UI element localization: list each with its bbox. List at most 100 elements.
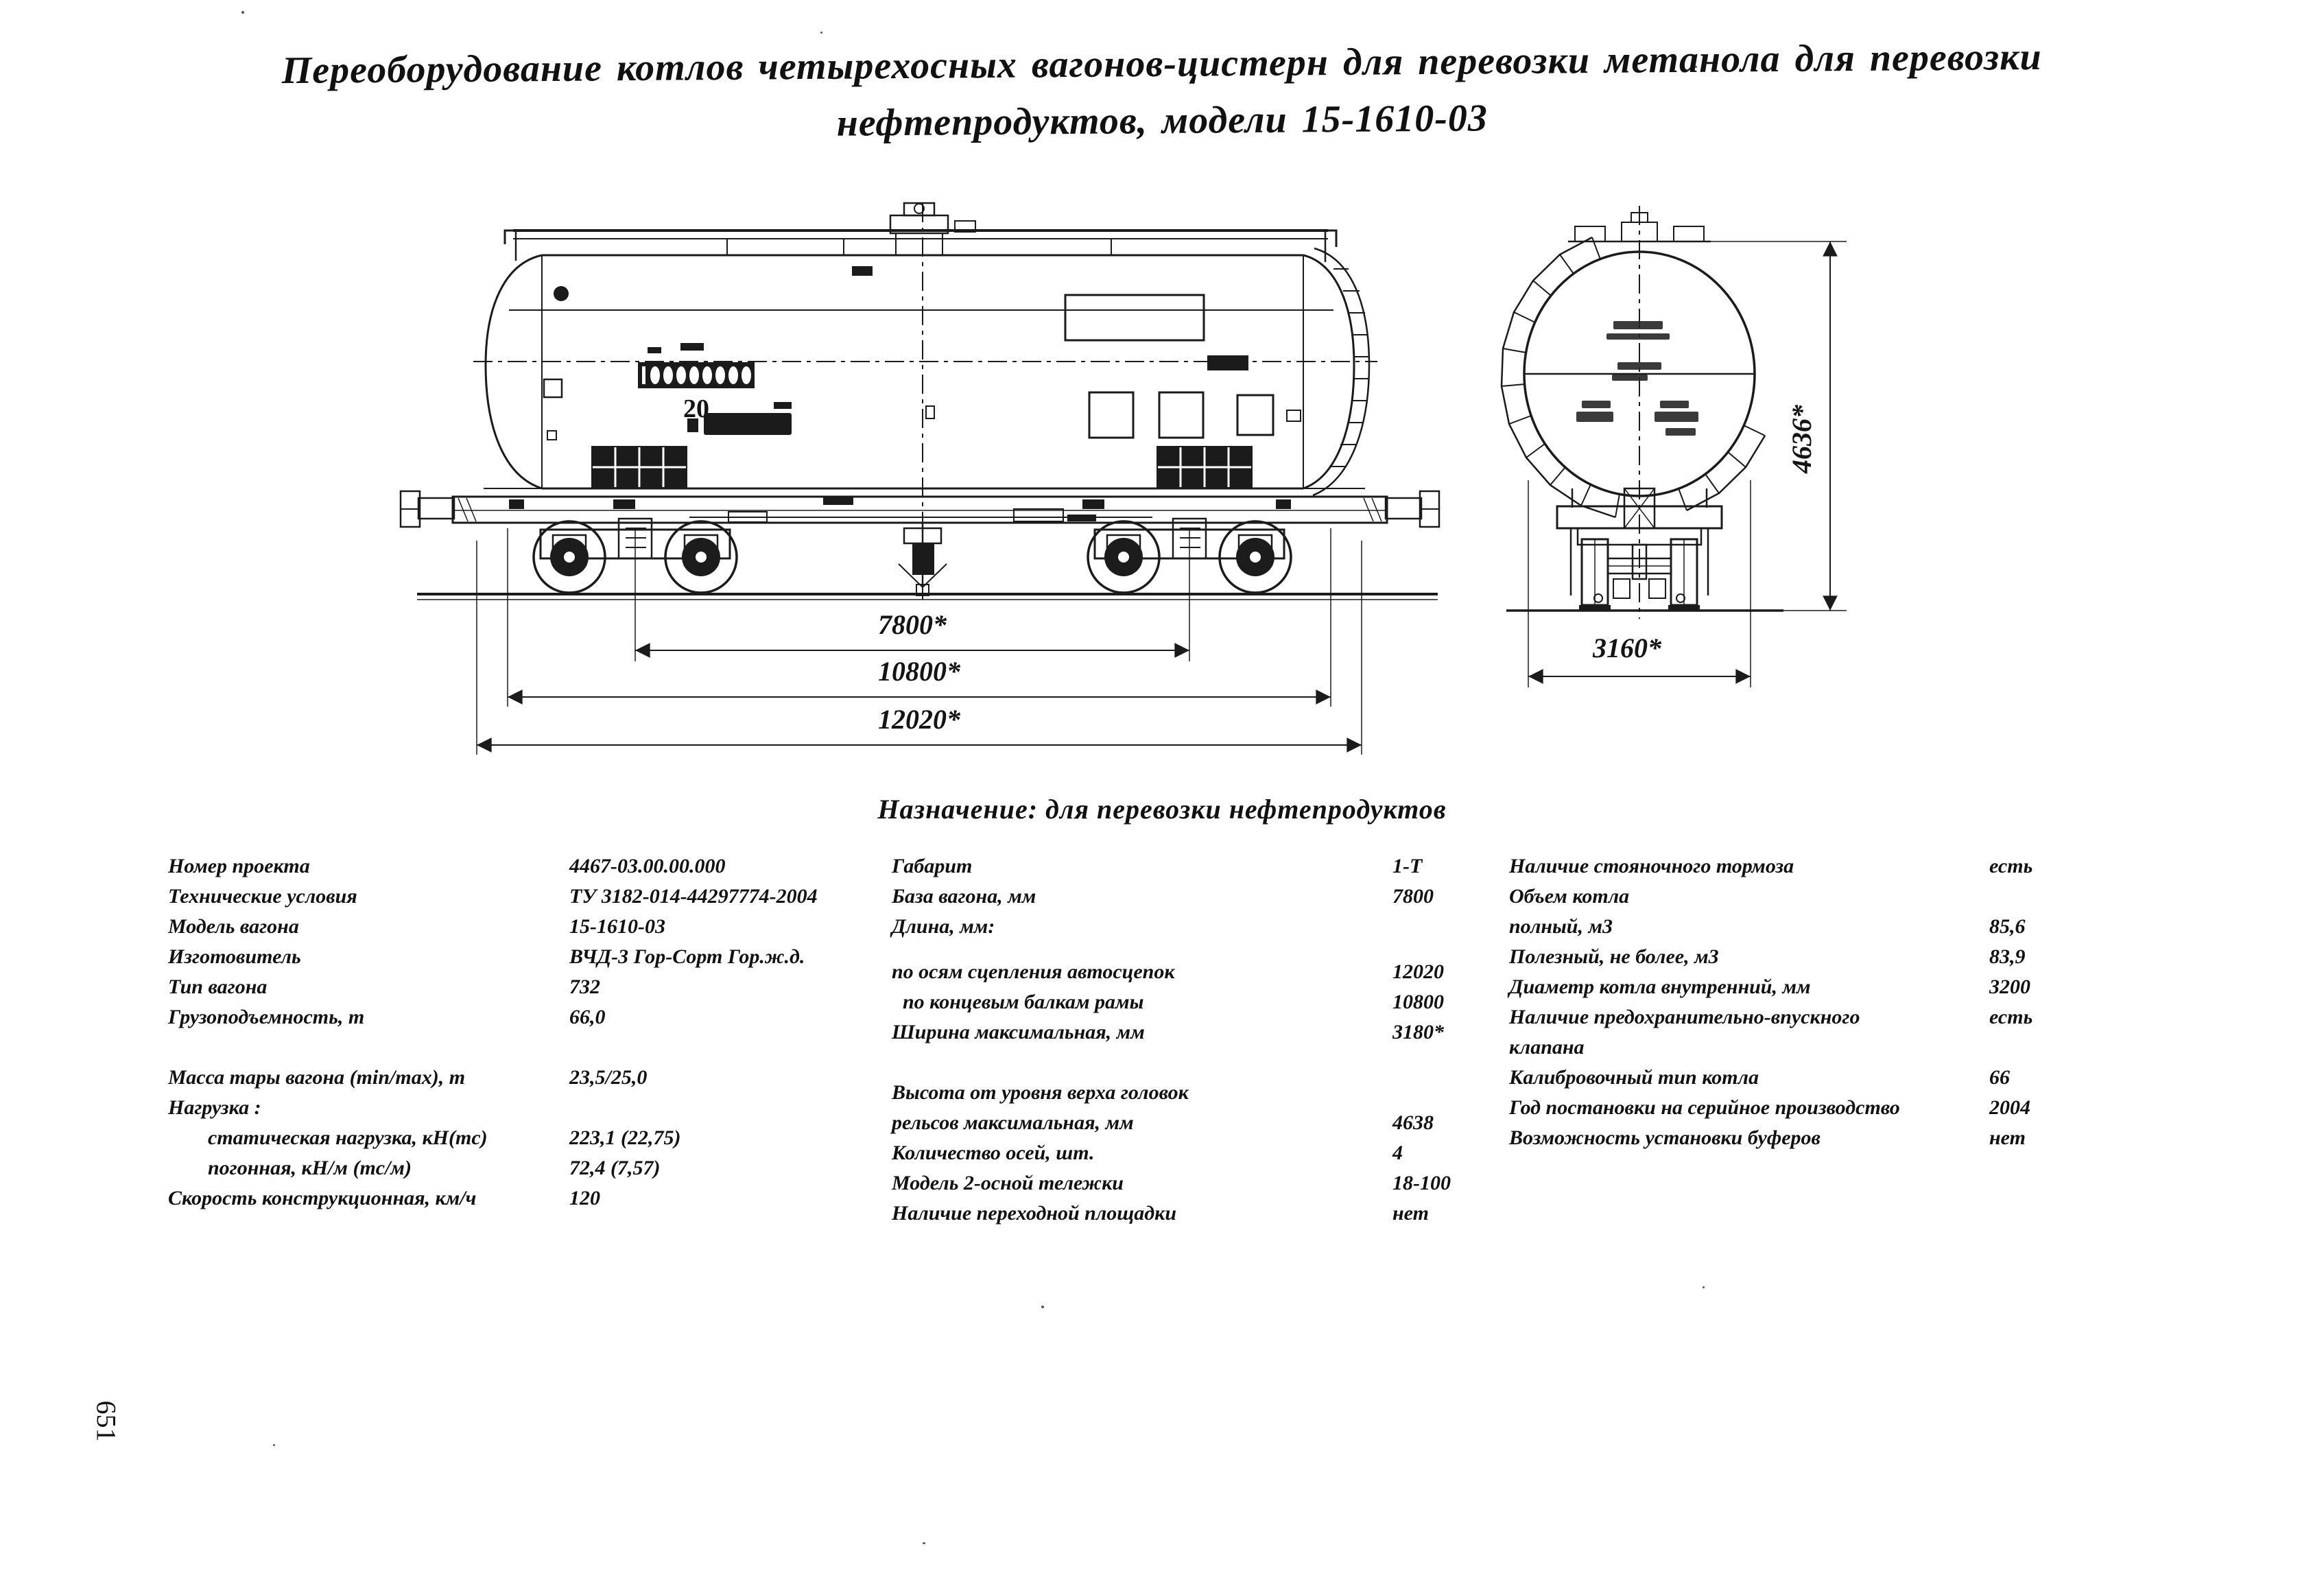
spec-label: Модель вагона	[168, 915, 299, 938]
spec-row: по осям сцепления автосцепок 12020	[892, 960, 1509, 991]
spec-value: 120	[569, 1187, 600, 1209]
technical-drawing: 20	[399, 202, 1847, 755]
spec-label: Диаметр котла внутренний, мм	[1509, 976, 1811, 998]
spec-row: Количество осей, шт. 4	[892, 1142, 1509, 1172]
spec-value: нет	[1989, 1126, 2026, 1149]
spec-value: 85,6	[1989, 915, 2026, 938]
end-ladder-rungs	[1501, 237, 1620, 518]
dimension-label-frame-length: 10800*	[878, 656, 961, 687]
spec-label: Объем котла	[1509, 885, 1630, 908]
left-coupler	[399, 490, 455, 528]
spec-label: Скорость конструкционная, км/ч	[168, 1187, 477, 1209]
right-spring-stack	[1157, 446, 1253, 488]
spec-row: Объем котла	[1509, 885, 2319, 915]
spec-value: 23,5/25,0	[569, 1066, 648, 1089]
spec-label: Масса тары вагона (min/max), т	[168, 1066, 466, 1089]
spec-label: Высота от уровня верха головок	[892, 1081, 1189, 1104]
spec-label: База вагона, мм	[892, 885, 1036, 908]
spec-value: 12020	[1392, 960, 1444, 983]
spec-row: клапана	[1509, 1036, 2319, 1066]
dimension-label-width: 3160*	[1592, 633, 1662, 663]
spec-value: 223,1 (22,75)	[569, 1126, 681, 1149]
spec-value: 72,4 (7,57)	[569, 1157, 661, 1179]
spec-label: Возможность установки буферов	[1509, 1126, 1821, 1149]
spec-row: Тип вагона 732	[168, 976, 861, 1006]
spec-label: Тип вагона	[168, 976, 268, 998]
spec-value: 66,0	[569, 1006, 606, 1028]
spec-value: ВЧД-3 Гор-Сорт Гор.ж.д.	[569, 945, 805, 968]
tank-car-side-view: 20	[399, 202, 1440, 755]
scan-speck	[1695, 66, 1697, 68]
spec-row: Полезный, не более, м3 83,9	[1509, 945, 2319, 976]
spec-label: Год постановки на серийное производство	[1509, 1096, 1900, 1119]
spec-label: погонная, кН/м (тс/м)	[208, 1157, 412, 1179]
left-spring-stack	[591, 446, 687, 488]
end-view-bogie	[1556, 487, 1723, 611]
spec-label: Грузоподъемность, т	[168, 1006, 365, 1028]
spec-label: Калибровочный тип котла	[1509, 1066, 1759, 1089]
spec-value: 732	[569, 976, 600, 998]
right-coupler	[1384, 490, 1440, 528]
spec-label: Нагрузка :	[168, 1096, 261, 1119]
side-view-dimensions: 7800* 10800* 12020*	[476, 528, 1362, 755]
spec-label: по осям сцепления автосцепок	[892, 960, 1175, 983]
spec-label: Ширина максимальная, мм	[892, 1021, 1145, 1043]
spec-row-spacer	[892, 1051, 1509, 1081]
spec-row: Возможность установки буферов нет	[1509, 1126, 2319, 1157]
spec-row: Наличие стояночного тормоза есть	[1509, 855, 2319, 885]
spec-row: Изготовитель ВЧД-3 Гор-Сорт Гор.ж.д.	[168, 945, 861, 976]
spec-label: Изготовитель	[168, 945, 301, 968]
spec-row: Наличие предохранительно-впускного есть	[1509, 1006, 2319, 1036]
tank-car-end-view: 4636* 3160*	[1500, 206, 1847, 687]
spec-label: Полезный, не более, м3	[1509, 945, 1719, 968]
spec-label: Наличие предохранительно-впускного	[1509, 1006, 1860, 1028]
spec-row: погонная, кН/м (тс/м) 72,4 (7,57)	[168, 1157, 861, 1187]
page-title: Переоборудование котлов четырехосных ваг…	[27, 27, 2297, 158]
spec-value: 10800	[1392, 991, 1444, 1013]
spec-label: Габарит	[892, 855, 973, 877]
spec-row: Скорость конструкционная, км/ч 120	[168, 1187, 861, 1217]
spec-value: 83,9	[1989, 945, 2026, 968]
spec-label: Наличие переходной площадки	[892, 1202, 1177, 1225]
spec-label: Длина, мм:	[892, 915, 995, 938]
spec-value: ТУ 3182-014-44297774-2004	[569, 885, 818, 908]
spec-label: по концевым балкам рамы	[903, 991, 1144, 1013]
end-view-stencil-marks	[1576, 321, 1698, 436]
spec-row: полный, м3 85,6	[1509, 915, 2319, 945]
purpose-line: Назначение: для перевозки нефтепродуктов	[877, 794, 1447, 825]
dimension-label-coupler-length: 12020*	[878, 704, 961, 735]
scan-speck	[923, 1542, 925, 1544]
spec-label: Количество осей, шт.	[892, 1142, 1095, 1164]
right-bogie	[1087, 517, 1292, 594]
spec-label: полный, м3	[1509, 915, 1613, 938]
spec-value: 4	[1392, 1142, 1403, 1164]
spec-value: есть	[1989, 855, 2033, 877]
side-ladder-rungs	[1329, 268, 1369, 467]
spec-label: статическая нагрузка, кН(тс)	[208, 1126, 488, 1149]
spec-row: по концевым балкам рамы 10800	[892, 991, 1509, 1021]
scan-speck	[273, 1444, 275, 1446]
spec-label: Наличие стояночного тормоза	[1509, 855, 1794, 877]
spec-row: Длина, мм:	[892, 915, 1509, 945]
spec-row: Грузоподъемность, т 66,0	[168, 1006, 861, 1036]
spec-value: 18-100	[1392, 1172, 1451, 1194]
brake-rigging	[689, 508, 1152, 596]
spec-value: есть	[1989, 1006, 2033, 1028]
spec-label: клапана	[1509, 1036, 1585, 1059]
page-number: 651	[91, 1400, 122, 1442]
spec-value: 4467-03.00.00.000	[569, 855, 726, 877]
spec-label: рельсов максимальная, мм	[892, 1111, 1134, 1134]
